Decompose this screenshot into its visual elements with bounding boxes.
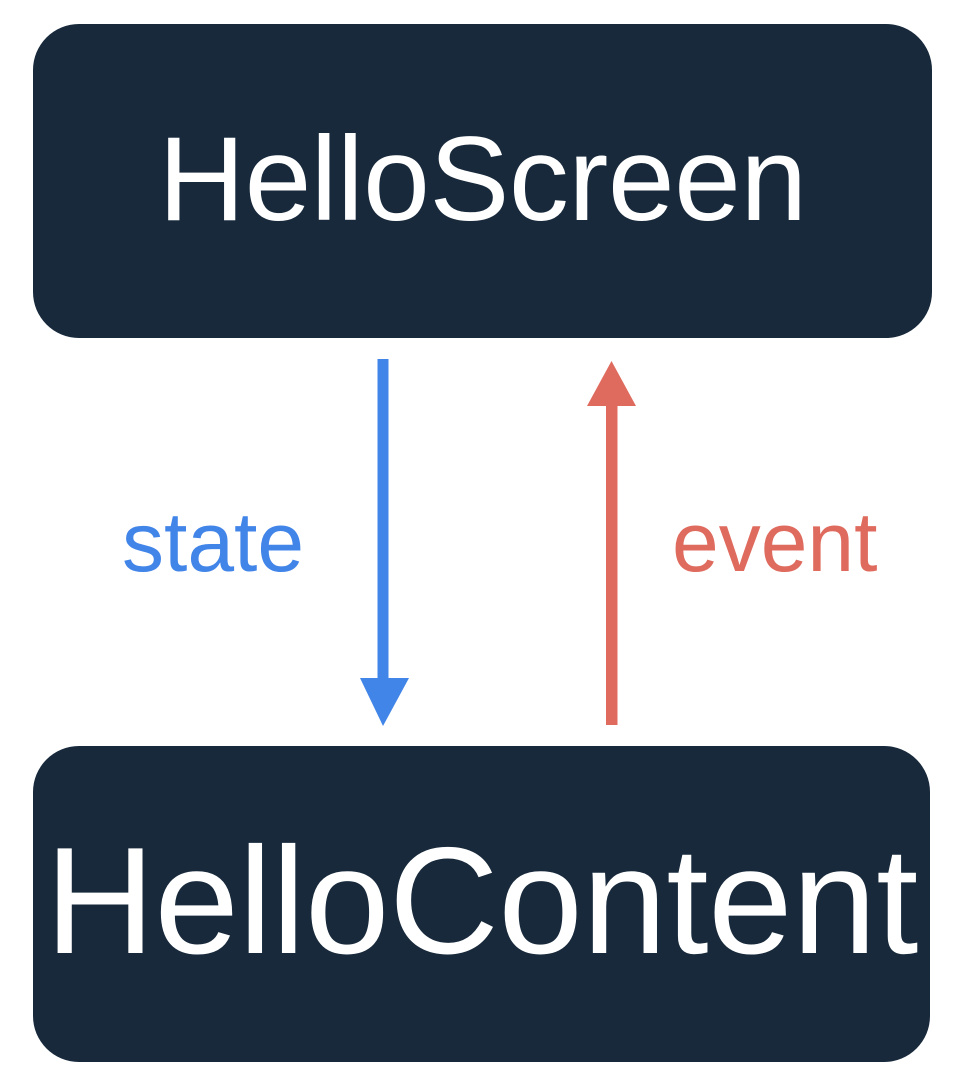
state-arrow-head xyxy=(360,678,409,726)
node-hello-screen-label: HelloScreen xyxy=(158,112,807,246)
event-arrow xyxy=(587,361,636,725)
edge-label-event: event xyxy=(672,495,878,589)
event-arrow-shaft xyxy=(606,404,618,725)
state-arrow-shaft xyxy=(377,359,389,679)
node-hello-content[interactable]: HelloContent xyxy=(33,746,930,1062)
edge-label-state: state xyxy=(122,495,305,589)
event-arrow-head xyxy=(587,361,636,406)
node-hello-content-label: HelloContent xyxy=(45,816,918,986)
node-hello-screen[interactable]: HelloScreen xyxy=(33,24,932,338)
state-arrow xyxy=(360,359,409,726)
